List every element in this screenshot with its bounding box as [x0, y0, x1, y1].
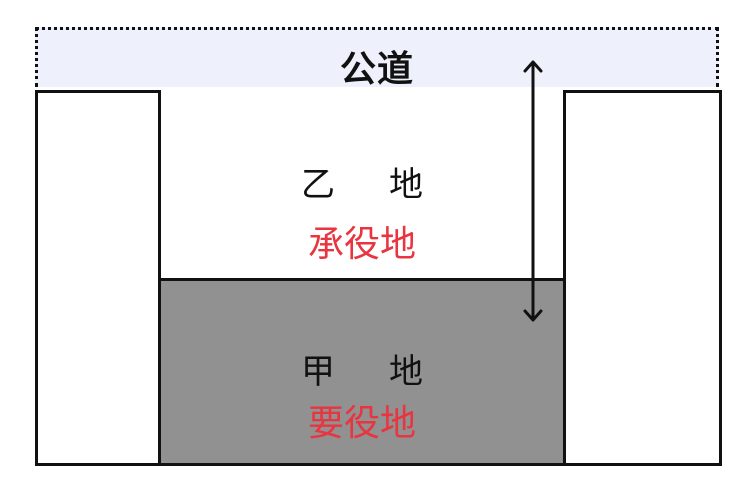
parcel-otsu-name: 乙 地	[301, 165, 433, 205]
parcel-otsu-role: 承役地	[307, 224, 416, 265]
public-road-label: 公道	[339, 49, 414, 90]
parcel-otsu: 乙 地 承役地	[158, 90, 566, 281]
parcel-ko-name: 甲 地	[301, 352, 433, 392]
public-road: 公道	[35, 27, 719, 90]
double-arrow-icon	[523, 60, 543, 322]
parcel-ko: 甲 地 要役地	[158, 278, 566, 466]
parcel-ko-role: 要役地	[307, 403, 416, 444]
